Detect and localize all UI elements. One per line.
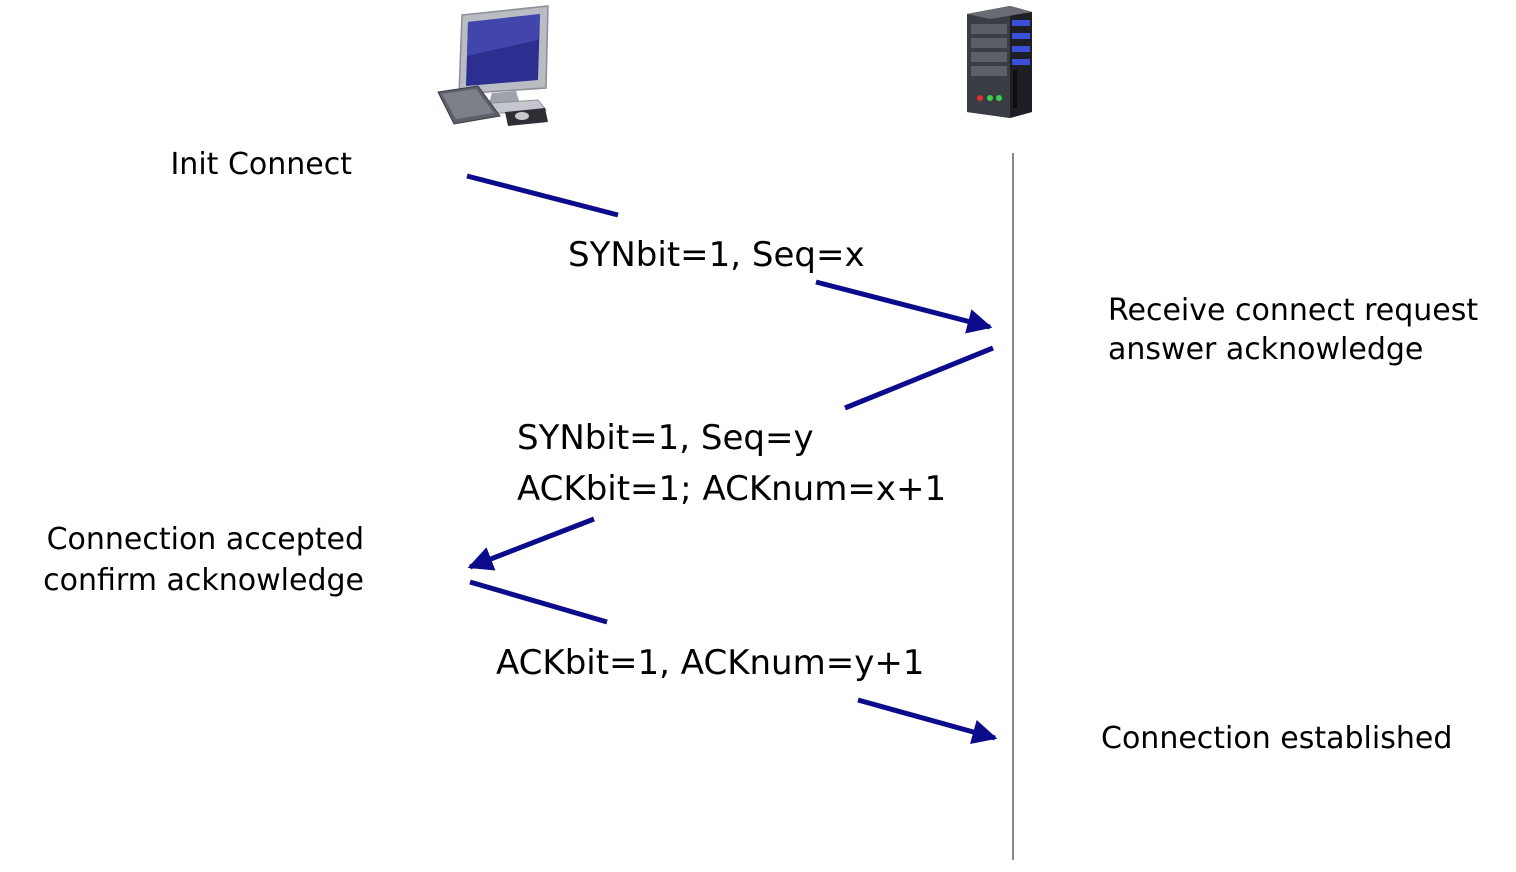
syn-message-label: SYNbit=1, Seq=x <box>568 235 865 275</box>
synack-arrow <box>467 345 994 571</box>
synack-ack-label: ACKbit=1; ACKnum=x+1 <box>517 469 946 509</box>
syn-arrow <box>466 173 993 334</box>
connection-established-label: Connection established <box>1101 721 1452 756</box>
server-tower-icon <box>967 6 1032 118</box>
ack-message-label: ACKbit=1, ACKnum=y+1 <box>496 643 924 683</box>
receive-connect-request-label: Receive connect request <box>1108 293 1478 328</box>
confirm-acknowledge-label: confirm acknowledge <box>43 563 364 598</box>
connection-accepted-label: Connection accepted <box>47 522 364 557</box>
answer-acknowledge-label: answer acknowledge <box>1108 332 1423 367</box>
init-connect-label: Init Connect <box>170 147 352 182</box>
desktop-computer-icon <box>437 5 549 126</box>
ack-arrow <box>469 579 998 745</box>
synack-seq-label: SYNbit=1, Seq=y <box>517 418 814 458</box>
